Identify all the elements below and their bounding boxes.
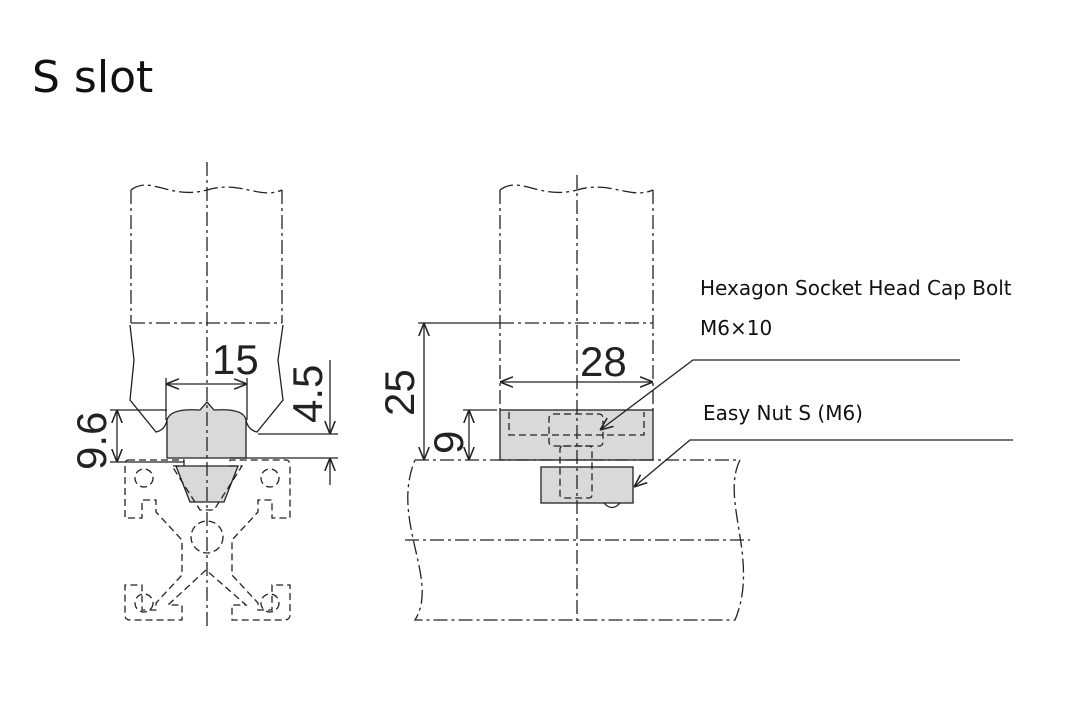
profile-hole <box>260 468 280 488</box>
column-lower-part <box>129 324 284 433</box>
column-top-wavy-right <box>499 184 654 194</box>
left-view: 15 4.5 9.6 <box>68 162 338 630</box>
nut-leader-line <box>634 439 1013 487</box>
profile-hole <box>134 468 154 488</box>
bolt-label: Hexagon Socket Head Cap Bolt <box>700 276 1012 300</box>
dimension-15: 15 <box>212 336 259 383</box>
dimension-9.6: 9.6 <box>68 412 115 470</box>
dimension-28: 28 <box>580 338 627 385</box>
bolt-leader-line <box>600 359 960 430</box>
dimension-9: 9 <box>425 431 472 454</box>
profile-center-hole <box>190 520 224 554</box>
bolt-shank <box>559 445 593 499</box>
nut-spring <box>603 502 621 509</box>
beam-outline <box>407 459 745 621</box>
easy-nut <box>540 466 634 504</box>
profile-hole <box>260 593 280 613</box>
dimension-4.5: 4.5 <box>284 365 331 423</box>
page-title: S slot <box>32 52 154 103</box>
aluminum-profile <box>124 459 291 621</box>
right-view: 25 28 9 Hexagon Socket Head Cap Bolt M6×… <box>376 175 1013 625</box>
profile-hole <box>134 593 154 613</box>
slot-nut-body <box>175 465 239 503</box>
dimension-25: 25 <box>376 369 423 416</box>
nut-label: Easy Nut S (M6) <box>703 401 863 425</box>
bolt-size-label: M6×10 <box>700 316 772 340</box>
